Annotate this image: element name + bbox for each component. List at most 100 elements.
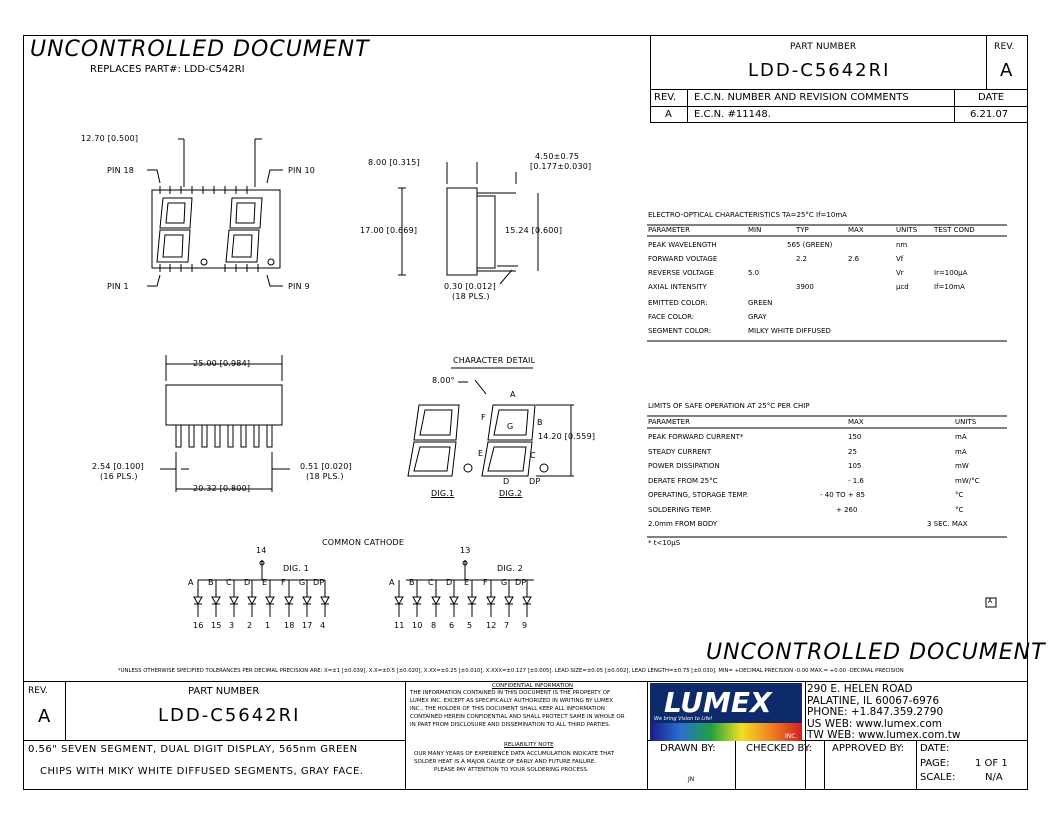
segment-label: DP xyxy=(515,578,527,587)
seg-f-label: F xyxy=(481,413,486,422)
seg-dp-label: DP xyxy=(529,477,541,486)
rev-label-top: REV. xyxy=(994,42,1015,52)
eo-cell: nm xyxy=(896,241,908,249)
drawn-by-label: DRAWN BY: xyxy=(660,743,716,754)
lumex-logo: LUMEX We bring Vision to Life! INC. xyxy=(650,683,802,741)
divider xyxy=(23,740,405,741)
limits-cell: mW xyxy=(955,462,969,470)
pin-number: 9 xyxy=(522,621,528,630)
dim-lead-thick-pls: (18 PLS.) xyxy=(452,292,490,301)
reliability-line: PLEASE PAY ATTENTION TO YOUR SOLDERING P… xyxy=(434,767,589,773)
address-line: TW WEB: www.lumex.com.tw xyxy=(807,729,961,741)
eo-header-cell: UNITS xyxy=(896,226,918,234)
date-cell: 6.21.07 xyxy=(970,109,1009,120)
limits-cell: mA xyxy=(955,433,967,441)
dim-lead-thick: 0.30 [0.012] xyxy=(444,282,496,291)
dig2-label: DIG.2 xyxy=(499,489,523,498)
char-detail-title: CHARACTER DETAIL xyxy=(453,356,536,365)
pin-number: 15 xyxy=(211,621,222,630)
pin-number: 12 xyxy=(486,621,497,630)
divider xyxy=(954,89,955,122)
segment-label: D xyxy=(446,578,453,587)
divider xyxy=(405,681,406,790)
svg-text:INC.: INC. xyxy=(785,733,797,740)
divider xyxy=(65,681,66,740)
eo-cell: AXIAL INTENSITY xyxy=(648,283,707,291)
divider xyxy=(805,681,806,790)
pin-number: 6 xyxy=(449,621,455,630)
limits-cell: 3 SEC. MAX xyxy=(927,520,968,528)
limits-cell: STEADY CURRENT xyxy=(648,447,712,456)
page-label: PAGE: xyxy=(920,758,950,769)
uncontrolled-watermark-bottom: UNCONTROLLED DOCUMENT xyxy=(706,640,1046,665)
eo-color-value: MILKY WHITE DIFFUSED xyxy=(748,327,831,335)
schematic-dig1-label: DIG. 1 xyxy=(283,564,310,573)
dim-side-lead-in: [0.177±0.030] xyxy=(530,162,592,171)
pin-number: 4 xyxy=(320,621,326,630)
limits-cell: - 40 TO + 85 xyxy=(820,491,865,499)
pin-number: 10 xyxy=(412,621,423,630)
char-angle: 8.00° xyxy=(432,376,455,385)
dig2-common-pin: 13 xyxy=(460,546,471,555)
limits-cell: 150 xyxy=(848,433,862,441)
address-line: 290 E. HELEN ROAD xyxy=(807,683,913,695)
eo-cell: PEAK WAVELENGTH xyxy=(648,241,717,249)
scale-label: SCALE: xyxy=(920,772,956,783)
segment-label: B xyxy=(208,578,214,587)
divider xyxy=(647,681,648,790)
limits-cell: °C xyxy=(955,491,964,499)
dim-side-pitch: 15.24 [0.600] xyxy=(505,226,563,235)
reliability-line: SOLDER HEAT IS A MAJOR CAUSE OF EARLY AN… xyxy=(414,759,597,765)
dim-lead-w-pls: (18 PLS.) xyxy=(306,472,344,481)
eo-color-label: FACE COLOR: xyxy=(648,313,695,321)
confidential-line: IN PART FROM DISCLOSURE AND DISSEMINATIO… xyxy=(410,722,611,728)
eo-color-label: EMITTED COLOR: xyxy=(648,299,708,307)
eo-header-cell: TEST COND xyxy=(934,226,975,234)
eo-color-value: GREEN xyxy=(748,299,773,307)
divider xyxy=(687,89,688,122)
seg-d-label: D xyxy=(503,477,510,486)
eo-cell: 2.2 xyxy=(796,255,808,263)
eo-cell: REVERSE VOLTAGE xyxy=(648,269,714,277)
eo-cell: μcd xyxy=(896,283,909,291)
pin1-label: PIN 1 xyxy=(107,282,129,291)
dim-row-span: 20.32 [0.800] xyxy=(193,484,251,493)
rev-cell: A xyxy=(665,109,672,120)
segment-label: F xyxy=(483,578,488,587)
dim-pitch-pls: (16 PLS.) xyxy=(100,472,138,481)
scale-value: N/A xyxy=(985,772,1003,783)
tb-rev: A xyxy=(38,706,51,727)
pin10-label: PIN 10 xyxy=(288,166,316,175)
seg-g-label: G xyxy=(507,422,514,431)
confidential-title: CONFIDENTIAL INFORMATION xyxy=(492,683,574,689)
divider xyxy=(650,35,651,123)
char-height: 14.20 [0.559] xyxy=(538,432,596,441)
confidential-line: THE INFORMATION CONTAINED IN THIS DOCUME… xyxy=(410,690,611,696)
segment-label: B xyxy=(409,578,415,587)
limits-footnote: * t<10μS xyxy=(648,539,681,547)
confidential-line: INC., THE HOLDER OF THIS DOCUMENT SHALL … xyxy=(410,706,605,712)
eo-title: ELECTRO-OPTICAL CHARACTERISTICS TA=25°C … xyxy=(648,211,847,219)
pin-number: 2 xyxy=(247,621,253,630)
eo-header-cell: TYP xyxy=(796,226,809,234)
mark-a: A xyxy=(988,598,993,605)
segment-label: C xyxy=(226,578,232,587)
uncontrolled-watermark-top: UNCONTROLLED DOCUMENT xyxy=(30,37,370,62)
limits-cell: 105 xyxy=(848,462,862,470)
divider xyxy=(650,122,1028,123)
approved-by-label: APPROVED BY: xyxy=(832,743,905,754)
eo-color-label: SEGMENT COLOR: xyxy=(648,327,712,335)
seg-b-label: B xyxy=(537,418,543,427)
eo-cell: Vf xyxy=(896,255,904,263)
part-number-label: PART NUMBER xyxy=(790,42,857,52)
eo-cell: 565 (GREEN) xyxy=(787,241,833,249)
eo-cell: FORWARD VOLTAGE xyxy=(648,255,718,263)
divider xyxy=(916,740,917,790)
limits-cell: DERATE FROM 25°C xyxy=(648,476,718,485)
tb-part: LDD-C5642RI xyxy=(158,705,301,726)
eo-cell: 2.6 xyxy=(848,255,860,263)
reliability-title: RELIABILITY NOTE xyxy=(504,742,554,748)
confidential-line: CONTAINED HEREIN CONFIDENTIAL AND SHALL … xyxy=(410,714,625,720)
schematic-dig2-label: DIG. 2 xyxy=(497,564,524,573)
segment-label: E xyxy=(464,578,470,587)
